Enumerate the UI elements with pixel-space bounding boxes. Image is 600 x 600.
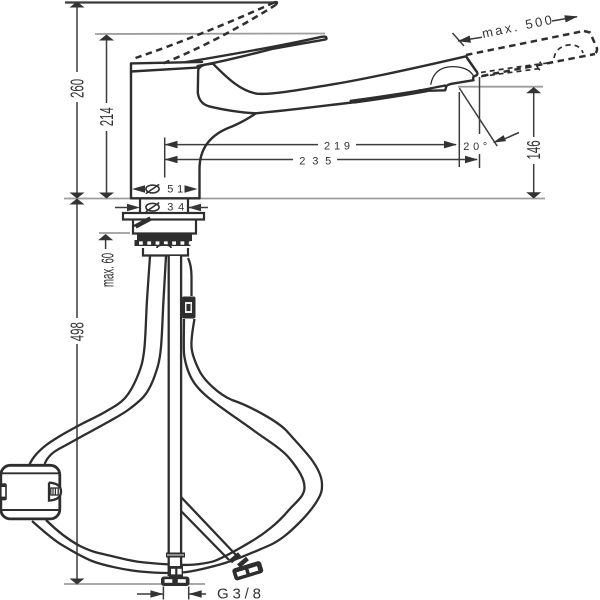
svg-text:max. 60: max. 60 — [99, 253, 119, 287]
svg-text:219: 219 — [324, 141, 350, 153]
svg-text:214: 214 — [97, 107, 117, 126]
svg-text:235: 235 — [299, 155, 331, 167]
svg-text:146: 146 — [524, 140, 544, 159]
svg-text:20°: 20° — [463, 141, 487, 153]
svg-text:498: 498 — [68, 322, 88, 341]
svg-text:260: 260 — [68, 79, 88, 98]
svg-text:G3/8: G3/8 — [217, 586, 261, 600]
